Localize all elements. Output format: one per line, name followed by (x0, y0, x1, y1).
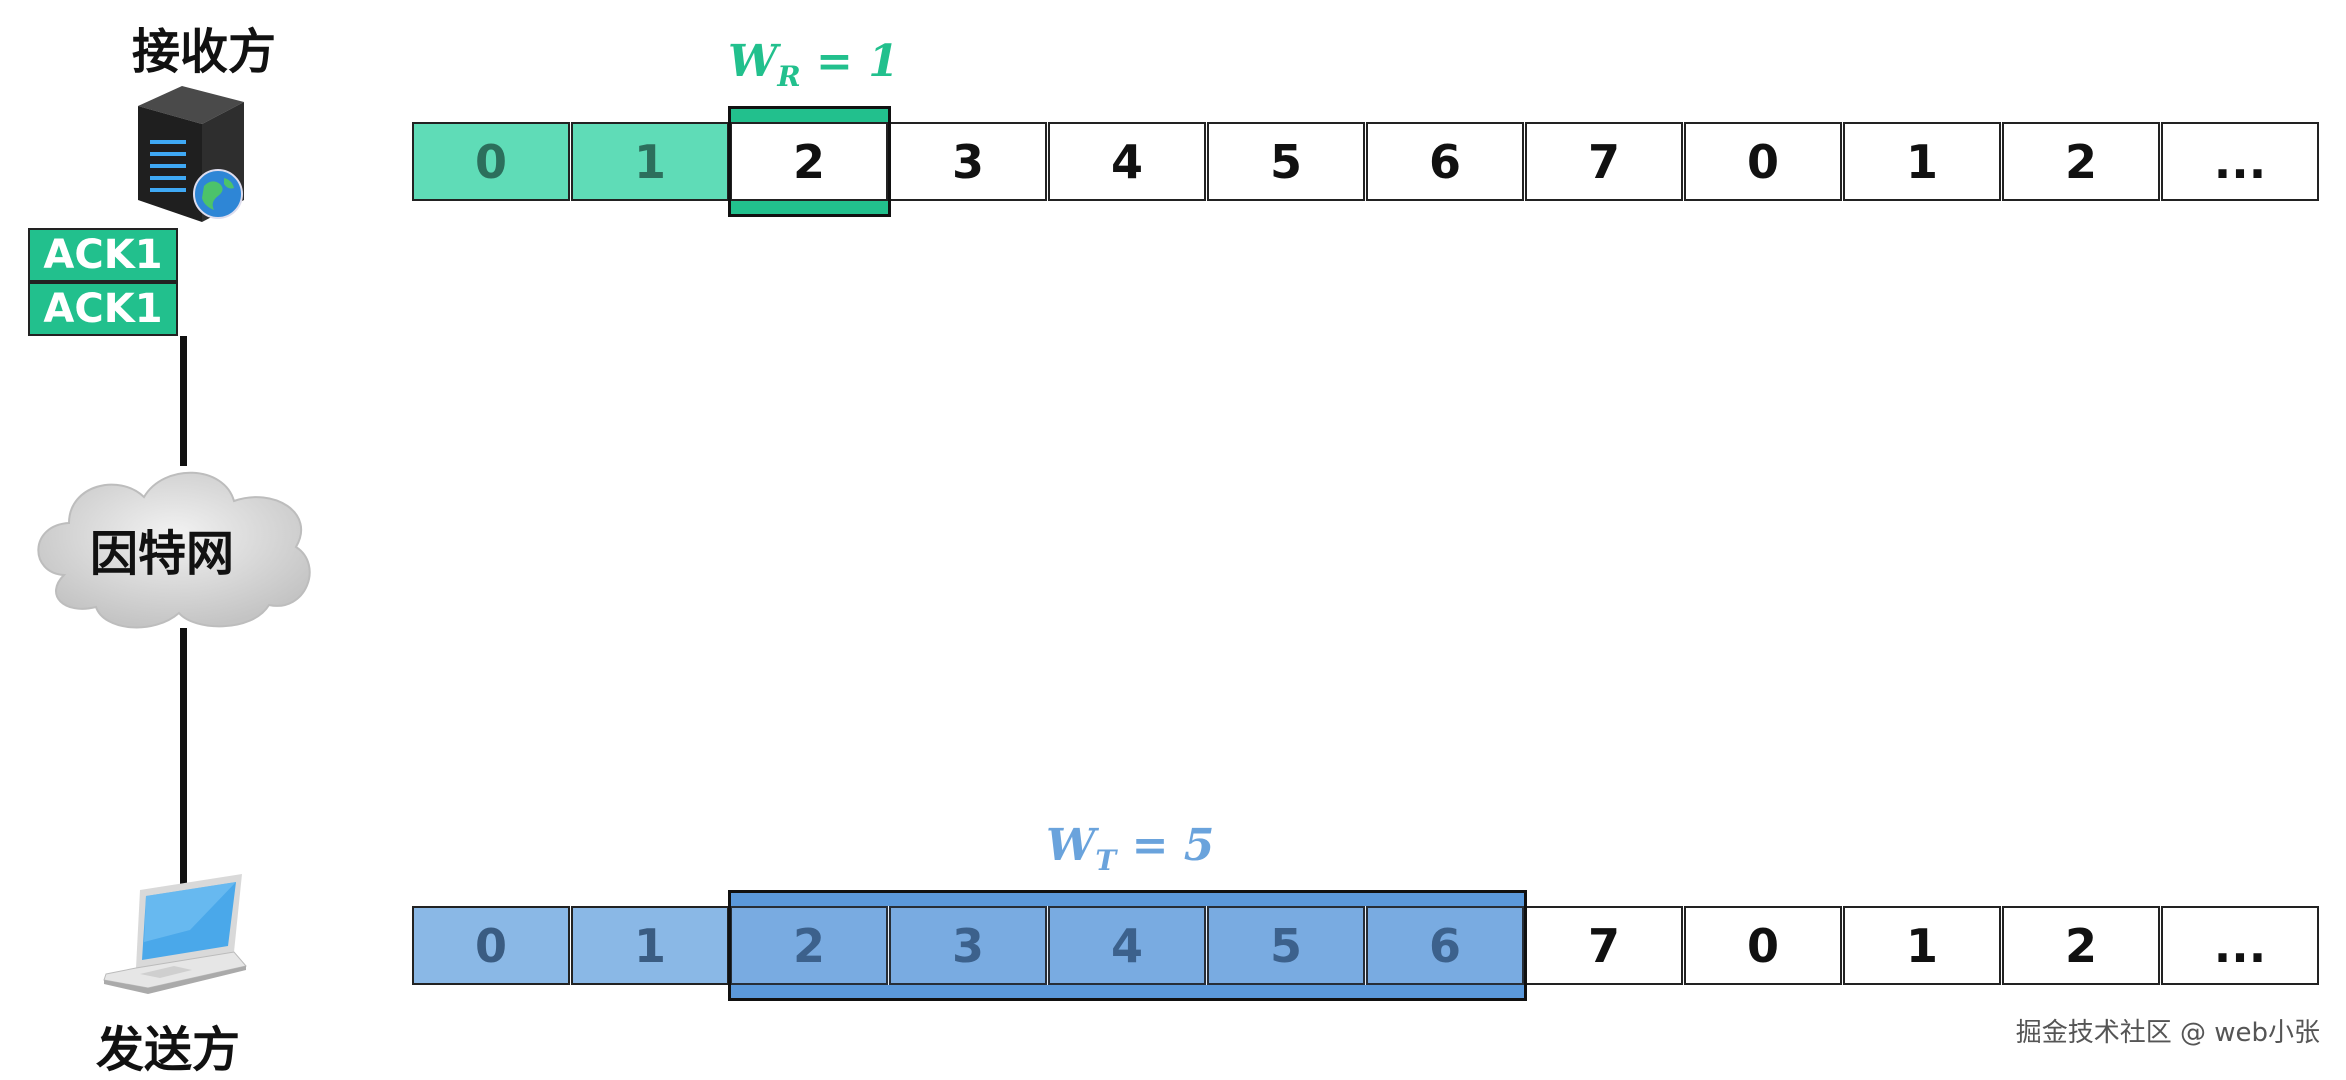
receiver-seq-cell: 0 (412, 122, 570, 201)
sender-seq-cell: 1 (1843, 906, 2001, 985)
receiver-seq-cell: 5 (1207, 122, 1365, 201)
receiver-seq-cell: 0 (1684, 122, 1842, 201)
window-symbol: W (1046, 820, 1096, 871)
sender-seq-cell: 2 (2002, 906, 2160, 985)
sender-seq-cell: ... (2161, 906, 2319, 985)
receiver-seq-cell: ... (2161, 122, 2319, 201)
sender-seq-cell: 5 (1207, 906, 1365, 985)
receiver-window-top-bar (731, 109, 888, 122)
receiver-seq-cell: 3 (889, 122, 1047, 201)
ack-box: ACK1 (28, 282, 178, 336)
receiver-title: 接收方 (132, 24, 277, 80)
sender-window-top-bar (731, 893, 1524, 906)
sender-seq-cell: 4 (1048, 906, 1206, 985)
link-line-bottom (180, 628, 187, 890)
sender-window-label: WT = 5 (1046, 820, 1214, 877)
receiver-seq-cell: 1 (571, 122, 729, 201)
window-subscript: T (1095, 844, 1117, 877)
receiver-window-bottom-bar (731, 201, 888, 214)
window-value: = 5 (1116, 820, 1215, 871)
receiver-seq-cell: 6 (1366, 122, 1524, 201)
sender-seq-cell: 3 (889, 906, 1047, 985)
sender-seq-cell: 2 (730, 906, 888, 985)
watermark: 掘金技术社区 @ web小张 (2015, 1018, 2320, 1048)
receiver-seq-cell: 2 (2002, 122, 2160, 201)
window-symbol: W (728, 36, 778, 87)
sender-seq-cell: 0 (412, 906, 570, 985)
sender-seq-cell: 6 (1366, 906, 1524, 985)
receiver-seq-cell: 2 (730, 122, 888, 201)
sender-title: 发送方 (96, 1022, 241, 1078)
cloud-icon (24, 455, 324, 635)
sender-window-bottom-bar (731, 985, 1524, 998)
receiver-window-label: WR = 1 (728, 36, 899, 93)
laptop-icon (100, 870, 250, 1000)
receiver-seq-cell: 7 (1525, 122, 1683, 201)
receiver-seq-cell: 1 (1843, 122, 2001, 201)
window-subscript: R (777, 60, 801, 93)
receiver-seq-cell: 4 (1048, 122, 1206, 201)
link-line-top (180, 336, 187, 466)
sender-seq-cell: 0 (1684, 906, 1842, 985)
sender-seq-cell: 1 (571, 906, 729, 985)
server-icon (132, 82, 252, 224)
network-label: 因特网 (90, 526, 235, 582)
sender-seq-cell: 7 (1525, 906, 1683, 985)
ack-box: ACK1 (28, 228, 178, 282)
window-value: = 1 (800, 36, 899, 87)
